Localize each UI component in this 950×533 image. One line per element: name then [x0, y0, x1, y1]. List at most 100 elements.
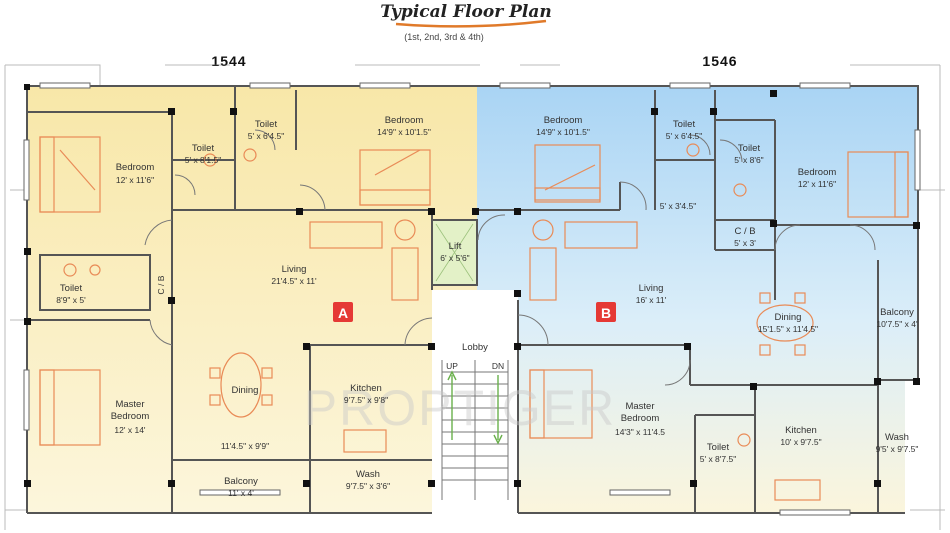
svg-text:21'4.5" x 11': 21'4.5" x 11'	[271, 276, 317, 286]
svg-text:Toilet: Toilet	[255, 119, 278, 130]
room-bedroom-b1: Bedroom 14'9" x 10'1.5"	[536, 115, 590, 137]
room-bedroom-b2: Bedroom 12' x 11'6"	[798, 167, 837, 189]
room-passage-b: 5' x 3'4.5"	[660, 201, 697, 211]
svg-text:Toilet: Toilet	[192, 143, 215, 154]
svg-text:C / B: C / B	[734, 226, 755, 237]
room-kitchen-b: Kitchen 10' x 9'7.5"	[780, 425, 821, 447]
structural-columns	[24, 84, 920, 487]
stair-arrows	[447, 370, 503, 445]
room-dining-b: Dining 15'1.5" x 11'4.5"	[758, 312, 818, 334]
room-bedroom-a1: Bedroom 12' x 11'6"	[116, 162, 155, 185]
svg-text:14'9" x 10'1.5": 14'9" x 10'1.5"	[536, 127, 590, 137]
room-balcony-a: Balcony 11' x 4'	[224, 476, 258, 498]
svg-text:11'4.5" x 9'9": 11'4.5" x 9'9"	[221, 441, 269, 451]
room-bedroom-a2: Bedroom 14'9" x 10'1.5"	[377, 115, 431, 137]
svg-text:B: B	[601, 305, 611, 321]
svg-text:A: A	[338, 305, 348, 321]
svg-text:Toilet: Toilet	[60, 283, 83, 294]
svg-text:14'3" x 11'4.5: 14'3" x 11'4.5	[615, 427, 665, 437]
windows	[23, 82, 921, 516]
room-balcony-b: Balcony 10'7.5" x 4'	[876, 307, 918, 329]
unit-b-walls	[477, 85, 919, 514]
room-kitchen-a: Kitchen 9'7.5" x 9'8"	[344, 383, 388, 405]
svg-text:Lift: Lift	[449, 241, 462, 252]
room-master-bedroom-a: Master Bedroom 12' x 14'	[111, 399, 150, 435]
svg-text:14'9" x 10'1.5": 14'9" x 10'1.5"	[377, 127, 431, 137]
svg-text:12' x 11'6": 12' x 11'6"	[116, 175, 154, 185]
svg-text:12' x 14': 12' x 14'	[114, 425, 146, 435]
svg-text:10'7.5" x 4': 10'7.5" x 4'	[876, 319, 918, 329]
svg-text:Living: Living	[639, 283, 664, 294]
svg-text:Bedroom: Bedroom	[385, 115, 424, 126]
plan-header: Typical Floor Plan (1st, 2nd, 3rd & 4th)	[380, 2, 551, 42]
room-toilet-b2: Toilet 5' x 8'6"	[734, 143, 763, 165]
svg-text:Toilet: Toilet	[738, 143, 761, 154]
svg-text:5' x 3'4.5": 5' x 3'4.5"	[660, 201, 697, 211]
svg-text:Toilet: Toilet	[707, 442, 730, 453]
room-lobby: Lobby UP DN	[446, 342, 504, 371]
svg-text:Dining: Dining	[232, 385, 259, 396]
svg-text:Master: Master	[115, 399, 144, 410]
door-swings	[144, 129, 876, 386]
watermark: PROPTIGER	[304, 380, 616, 436]
room-living-b: Living 16' x 11'	[636, 283, 667, 305]
unit-number-left: 1544	[211, 53, 246, 69]
furniture	[39, 136, 909, 501]
svg-text:C / B: C / B	[156, 275, 166, 294]
svg-text:10' x 9'7.5": 10' x 9'7.5"	[780, 437, 821, 447]
svg-text:Dining: Dining	[775, 312, 802, 323]
svg-text:9'5' x 9'7.5": 9'5' x 9'7.5"	[876, 444, 919, 454]
svg-text:5' x 6'4.5": 5' x 6'4.5"	[666, 131, 703, 141]
unit-number-right: 1546	[702, 53, 737, 69]
svg-text:12' x 11'6": 12' x 11'6"	[798, 179, 836, 189]
svg-text:Kitchen: Kitchen	[785, 425, 817, 436]
svg-text:5' x 6'4.5": 5' x 6'4.5"	[248, 131, 285, 141]
svg-text:Balcony: Balcony	[880, 307, 914, 318]
staircase	[441, 360, 509, 500]
svg-text:Master: Master	[625, 401, 654, 412]
room-wash-b: Wash 9'5' x 9'7.5"	[876, 432, 919, 454]
svg-text:UP: UP	[446, 361, 458, 371]
svg-text:Balcony: Balcony	[224, 476, 258, 487]
outer-context-lines	[4, 64, 945, 530]
svg-text:DN: DN	[492, 361, 504, 371]
room-lift: Lift 6' x 5'6"	[440, 241, 469, 263]
svg-text:Bedroom: Bedroom	[621, 413, 660, 424]
svg-text:Lobby: Lobby	[462, 342, 488, 353]
room-wash-a: Wash 9'7.5" x 3'6"	[346, 469, 390, 491]
plan-subtitle: (1st, 2nd, 3rd & 4th)	[404, 32, 484, 42]
room-toilet-a2: Toilet 5' x 6'4.5"	[248, 119, 285, 141]
svg-text:Bedroom: Bedroom	[798, 167, 837, 178]
svg-text:Bedroom: Bedroom	[111, 411, 150, 422]
room-cb-b: C / B 5' x 3'	[734, 226, 756, 248]
svg-text:8'9" x 5': 8'9" x 5'	[56, 295, 86, 305]
unit-badge-b: B	[596, 302, 616, 322]
svg-text:5' x 8'1.5": 5' x 8'1.5"	[185, 155, 222, 165]
svg-text:5' x 8'6": 5' x 8'6"	[734, 155, 763, 165]
svg-text:Kitchen: Kitchen	[350, 383, 382, 394]
plan-title: Typical Floor Plan	[380, 2, 551, 22]
svg-text:11' x 4': 11' x 4'	[228, 488, 254, 498]
svg-text:Wash: Wash	[356, 469, 380, 480]
room-toilet-a1: Toilet 5' x 8'1.5"	[185, 143, 222, 165]
unit-b-area	[477, 86, 918, 513]
svg-text:Living: Living	[282, 264, 307, 275]
svg-text:15'1.5" x 11'4.5": 15'1.5" x 11'4.5"	[758, 324, 818, 334]
unit-badge-a: A	[333, 302, 353, 322]
svg-text:Bedroom: Bedroom	[544, 115, 583, 126]
svg-text:5' x 8'7.5": 5' x 8'7.5"	[700, 454, 737, 464]
svg-text:6' x 5'6": 6' x 5'6"	[440, 253, 469, 263]
room-master-bedroom-b: Master Bedroom 14'3" x 11'4.5	[615, 401, 665, 437]
room-toilet-b1: Toilet 5' x 6'4.5"	[666, 119, 703, 141]
room-dining-a: Dining 11'4.5" x 9'9"	[221, 385, 269, 451]
room-cb-a: C / B	[156, 275, 166, 294]
svg-text:5' x 3': 5' x 3'	[734, 238, 756, 248]
room-toilet-b3: Toilet 5' x 8'7.5"	[700, 442, 737, 464]
svg-text:9'7.5" x 3'6": 9'7.5" x 3'6"	[346, 481, 390, 491]
svg-text:16' x 11': 16' x 11'	[636, 295, 667, 305]
title-underline	[395, 19, 547, 28]
svg-text:Toilet: Toilet	[673, 119, 696, 130]
room-living-a: Living 21'4.5" x 11'	[271, 264, 317, 286]
svg-text:Wash: Wash	[885, 432, 909, 443]
